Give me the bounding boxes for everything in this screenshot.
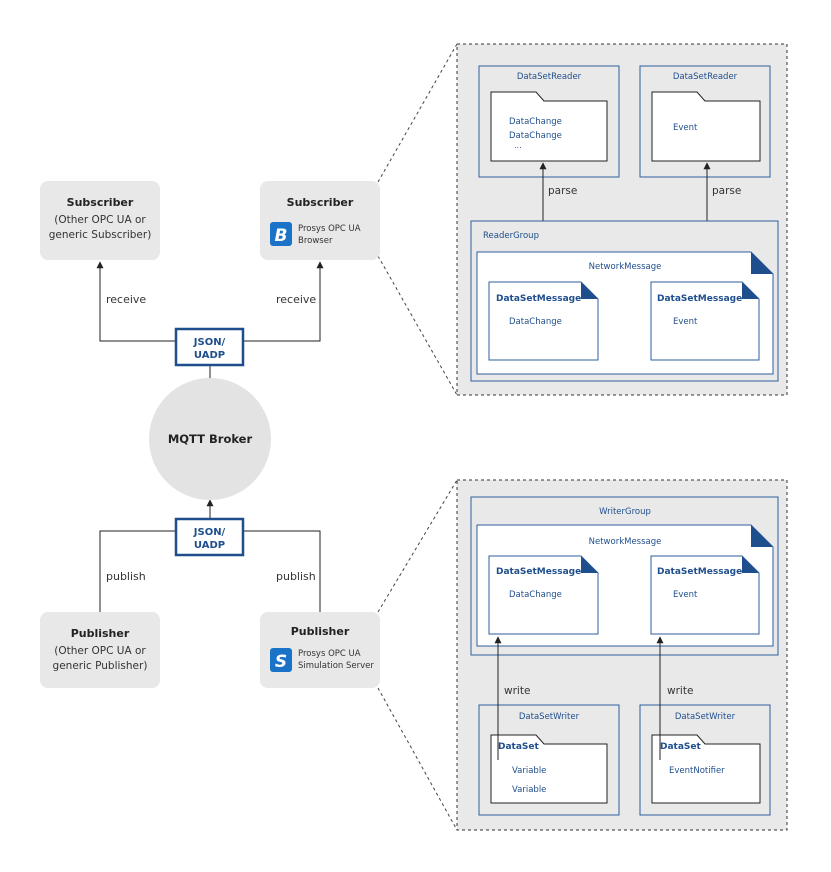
dataset-item: EventNotifier bbox=[669, 766, 725, 776]
reader-item: DataChange bbox=[509, 131, 562, 141]
datasetreader-left[interactable]: DataSetReader DataChange DataChange ... bbox=[478, 65, 620, 178]
mqtt-broker-node[interactable]: MQTT Broker bbox=[149, 378, 271, 500]
publisher-node-generic[interactable]: Publisher (Other OPC UA or generic Publi… bbox=[40, 612, 160, 688]
datasetmessage-title: DataSetMessage bbox=[657, 294, 742, 304]
datasetmessage-title: DataSetMessage bbox=[496, 294, 581, 304]
folder-icon bbox=[651, 91, 761, 162]
dataset-title: DataSet bbox=[498, 742, 540, 752]
folder-icon bbox=[490, 91, 608, 162]
datasetmessage-item: DataChange bbox=[509, 590, 562, 600]
svg-text:JSON/: JSON/ bbox=[193, 337, 226, 348]
folder-icon bbox=[651, 734, 761, 804]
subscriber-node-browser[interactable]: Subscriber B Prosys OPC UA Browser bbox=[260, 181, 380, 260]
broker-label: MQTT Broker bbox=[168, 432, 253, 446]
node-title: Subscriber bbox=[287, 196, 354, 209]
publisher-node-simulation-server[interactable]: Publisher S Prosys OPC UA Simulation Ser… bbox=[260, 612, 380, 688]
datasetmessage-right bbox=[650, 555, 760, 635]
folder-icon bbox=[490, 734, 608, 804]
reader-item: Event bbox=[673, 123, 698, 133]
group-title: WriterGroup bbox=[599, 507, 651, 517]
write-label-right: write bbox=[667, 685, 693, 697]
svg-text:UADP: UADP bbox=[194, 540, 225, 551]
reader-item: DataChange bbox=[509, 117, 562, 127]
node-desc-line: (Other OPC UA or bbox=[54, 214, 146, 226]
network-message-title: NetworkMessage bbox=[589, 537, 662, 547]
subscriber-detail-panel: DataSetReader DataChange DataChange ... … bbox=[456, 43, 788, 396]
datasetwriter-left[interactable]: DataSetWriter DataSet Variable Variable bbox=[478, 704, 620, 816]
write-label-left: write bbox=[504, 685, 530, 697]
node-desc-line: generic Subscriber) bbox=[49, 229, 152, 241]
datasetmessage-right bbox=[650, 281, 760, 361]
datasetmessage-item: Event bbox=[673, 590, 698, 600]
node-title: Publisher bbox=[71, 627, 130, 640]
parse-label-left: parse bbox=[548, 185, 577, 197]
svg-text:UADP: UADP bbox=[194, 350, 225, 361]
svg-text:JSON/: JSON/ bbox=[193, 527, 226, 538]
datasetmessage-item: Event bbox=[673, 317, 698, 327]
detail-connector-bottom bbox=[377, 687, 458, 831]
publish-label-right: publish bbox=[276, 570, 316, 583]
parse-label-right: parse bbox=[712, 185, 741, 197]
datasetwriter-right[interactable]: DataSetWriter DataSet EventNotifier bbox=[639, 704, 771, 816]
dataset-item: Variable bbox=[512, 766, 546, 776]
datasetmessage-left bbox=[488, 281, 599, 361]
reader-item: ... bbox=[514, 141, 522, 150]
reader-title: DataSetReader bbox=[673, 72, 738, 82]
datasetmessage-item: DataChange bbox=[509, 317, 562, 327]
publisher-detail-panel: WriterGroup NetworkMessage DataSetMessag… bbox=[456, 479, 788, 831]
app-name-line: Simulation Server bbox=[298, 661, 374, 671]
svg-text:S: S bbox=[275, 652, 287, 672]
encoding-box-bottom: JSON/ UADP bbox=[174, 517, 245, 557]
writer-title: DataSetWriter bbox=[519, 712, 580, 722]
receive-edges bbox=[96, 261, 324, 612]
node-title: Publisher bbox=[291, 625, 350, 638]
detail-connector-bottom bbox=[377, 479, 458, 613]
dataset-title: DataSet bbox=[660, 742, 702, 752]
datasetmessage-title: DataSetMessage bbox=[657, 567, 742, 577]
readergroup[interactable]: ReaderGroup NetworkMessage DataSetMessag… bbox=[470, 220, 779, 382]
writer-title: DataSetWriter bbox=[675, 712, 736, 722]
s-app-icon: S bbox=[270, 648, 292, 672]
dataset-item: Variable bbox=[512, 785, 546, 795]
encoding-box-top: JSON/ UADP bbox=[174, 327, 245, 367]
b-app-icon: B bbox=[270, 222, 292, 246]
reader-title: DataSetReader bbox=[517, 72, 582, 82]
node-desc-line: (Other OPC UA or bbox=[54, 645, 146, 657]
app-name-line: Prosys OPC UA bbox=[298, 649, 361, 659]
app-name-line: Prosys OPC UA bbox=[298, 224, 361, 234]
datasetmessage-title: DataSetMessage bbox=[496, 567, 581, 577]
svg-text:B: B bbox=[275, 226, 288, 246]
group-title: ReaderGroup bbox=[483, 231, 539, 241]
app-name-line: Browser bbox=[298, 236, 333, 246]
receive-label-left: receive bbox=[106, 293, 146, 306]
writergroup[interactable]: WriterGroup NetworkMessage DataSetMessag… bbox=[470, 496, 779, 656]
detail-connector-top bbox=[377, 255, 458, 396]
node-desc-line: generic Publisher) bbox=[53, 660, 148, 672]
receive-label-right: receive bbox=[276, 293, 316, 306]
node-title: Subscriber bbox=[67, 196, 134, 209]
subscriber-node-generic[interactable]: Subscriber (Other OPC UA or generic Subs… bbox=[40, 181, 160, 260]
publish-label-left: publish bbox=[106, 570, 146, 583]
datasetreader-right[interactable]: DataSetReader Event bbox=[639, 65, 771, 178]
detail-connector-top bbox=[377, 43, 458, 183]
network-message-title: NetworkMessage bbox=[589, 262, 662, 272]
datasetmessage-left bbox=[488, 555, 599, 635]
